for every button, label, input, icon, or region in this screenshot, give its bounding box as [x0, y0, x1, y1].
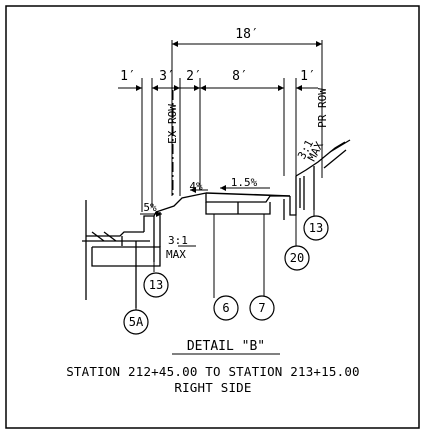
callout-13-right: 13 [303, 215, 329, 241]
dim-overall: 18′ [235, 27, 258, 42]
station-range: STATION 212+45.00 TO STATION 213+15.00 [66, 364, 360, 379]
dim-2: 2′ [186, 69, 202, 84]
callout-7-text: 7 [258, 301, 265, 315]
dim-3: 3′ [159, 69, 175, 84]
dim-8: 8′ [232, 69, 248, 84]
slope-4-label: 4% [189, 180, 203, 193]
callout-20: 20 [284, 245, 310, 271]
callout-6: 6 [213, 295, 239, 321]
callout-leaders [135, 210, 315, 312]
detail-title: DETAIL "B" [187, 339, 265, 354]
max-lower: MAX [166, 248, 186, 261]
dimension-lines [118, 40, 323, 212]
side-label: RIGHT SIDE [174, 380, 251, 395]
callout-6-text: 6 [222, 301, 229, 315]
ex-row-label: EX ROW [166, 104, 179, 144]
slope-arrows [140, 185, 270, 217]
callout-13-left-text: 13 [149, 278, 163, 292]
callout-5a-text: 5A [129, 315, 144, 329]
callout-20-text: 20 [290, 251, 304, 265]
slope-15-label: 1.5% [231, 176, 258, 189]
dim-1-left: 1′ [120, 69, 136, 84]
callout-5a: 5A [123, 309, 149, 335]
callout-13-right-text: 13 [309, 221, 323, 235]
slope-31-lower: 3:1 [168, 234, 188, 247]
slope-5-label: 5% [143, 201, 157, 214]
callout-13-left: 13 [143, 272, 169, 298]
callout-7: 7 [249, 295, 275, 321]
drawing-border [5, 5, 420, 429]
pr-row-label: PR ROW [316, 88, 329, 128]
dim-1-right: 1′ [300, 69, 316, 84]
